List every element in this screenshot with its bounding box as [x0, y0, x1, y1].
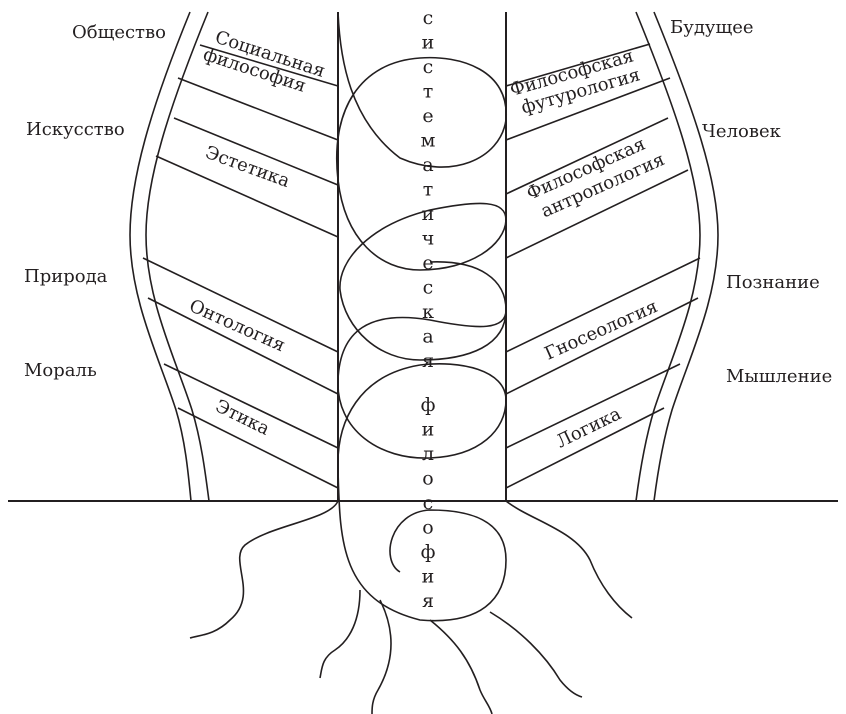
right-leaf-outer-edge [654, 12, 718, 501]
trunk-letter: ч [422, 228, 435, 250]
trunk-letter: с [423, 277, 434, 299]
trunk-letter: т [423, 179, 434, 201]
root [490, 612, 582, 697]
band-logic: Логика [553, 403, 625, 452]
root [506, 501, 632, 618]
label-art: Искусство [26, 119, 125, 140]
trunk-letter: с [423, 492, 434, 514]
label-morality: Мораль [24, 360, 97, 381]
trunk-letter: т [423, 81, 434, 103]
band-ontology: Онтология [186, 295, 288, 356]
root [190, 501, 338, 638]
right-band-line [506, 298, 698, 394]
root [372, 600, 391, 714]
trunk-letter: м [421, 130, 436, 152]
trunk-letter: я [422, 590, 434, 612]
trunk-letter: к [422, 301, 434, 323]
trunk-letter: и [422, 419, 435, 441]
left-leaf-inner-edge [146, 12, 209, 501]
left-band-line [178, 78, 338, 140]
trunk-letter: а [422, 154, 433, 176]
trunk-letter: и [422, 566, 435, 588]
label-human: Человек [702, 121, 782, 142]
trunk-letter: ф [421, 541, 436, 563]
root [320, 590, 360, 678]
trunk-letter: л [422, 443, 434, 465]
label-nature: Природа [24, 266, 108, 287]
trunk-letter: и [422, 32, 435, 54]
trunk-letter: с [423, 7, 434, 29]
left-leaf-outer-edge [130, 12, 191, 501]
trunk-letter: е [422, 105, 433, 127]
trunk-letter: с [423, 56, 434, 78]
label-cognition: Познание [726, 272, 820, 293]
root [430, 620, 492, 714]
band-aesthetics: Эстетика [202, 142, 293, 192]
label-society: Общество [72, 22, 166, 43]
trunk-letter: о [422, 517, 433, 539]
trunk-letter: е [422, 252, 433, 274]
trunk-letter: и [422, 203, 435, 225]
trunk-letter: я [422, 350, 434, 372]
trunk-letter: ф [421, 394, 436, 416]
left-band-line [148, 298, 338, 394]
label-thinking: Мышление [726, 366, 832, 387]
trunk-letter: о [422, 468, 433, 490]
trunk-letter: а [422, 326, 433, 348]
label-future: Будущее [670, 17, 754, 38]
